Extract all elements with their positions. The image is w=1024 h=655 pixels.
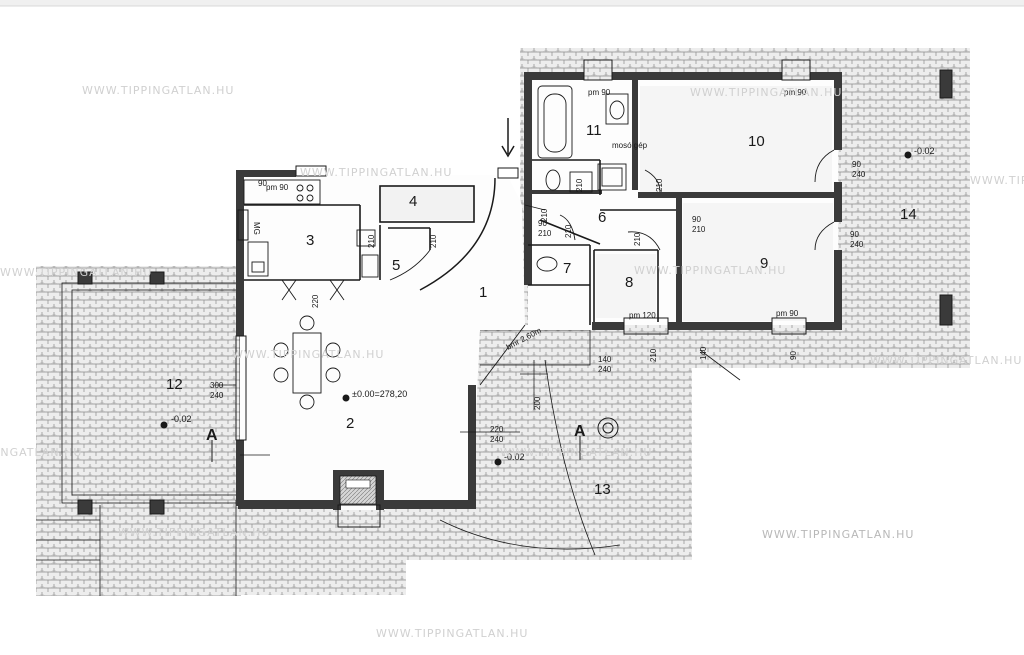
- section-a-left: A: [206, 427, 218, 444]
- dim-210-10: 210: [655, 178, 664, 192]
- watermark-2: WWW.TIPPINGATLAN.HU: [690, 86, 842, 99]
- dim-90-b: 90: [789, 351, 798, 360]
- pm-room9: pm 90: [776, 309, 799, 318]
- dim-240-14a: 240: [852, 170, 866, 179]
- watermark-9: WWW.TIPPINGATLAN.HU: [500, 446, 652, 459]
- dim-90-14a: 90: [852, 160, 861, 169]
- room-label-8: 8: [625, 274, 633, 291]
- dim-210-11: 210: [575, 178, 584, 192]
- room-label-3: 3: [306, 232, 314, 249]
- level-right: -0.02: [914, 146, 935, 156]
- watermark-3: WWW.TIPPINGATLAN.HU: [970, 174, 1024, 187]
- level-left: -0.02: [171, 414, 192, 424]
- dim-210-7: 210: [564, 224, 573, 238]
- dim-210-b: 210: [649, 348, 658, 362]
- dim-90-14b: 90: [850, 230, 859, 239]
- level-terrace: -0.02: [504, 452, 525, 462]
- watermark-1: WWW.TIPPINGATLAN.HU: [82, 84, 234, 97]
- watermark-11: WWW.TIPPINGATLAN.HU: [376, 627, 528, 640]
- room-label-6: 6: [598, 209, 606, 226]
- dim-240-c: 240: [490, 435, 504, 444]
- level-main: ±0.00=278,20: [352, 389, 407, 399]
- dim-220-kitchen: 220: [311, 294, 320, 308]
- pm-room8: pm 120: [629, 311, 656, 320]
- dim-300: 300: [210, 381, 224, 390]
- kitchen-fixtures: [243, 179, 379, 278]
- terrace-bottom-mid: [340, 505, 480, 560]
- watermark-7: WWW.TIPPINGATLAN.HU: [870, 354, 1022, 367]
- mg-label: MG: [252, 222, 261, 235]
- pm-bath: pm 90: [588, 88, 611, 97]
- room-label-11: 11: [586, 122, 602, 139]
- room-label-10: 10: [748, 133, 765, 150]
- scan-edge: [0, 0, 1024, 6]
- section-a-right: A: [574, 423, 586, 440]
- terrace-12: [36, 266, 241, 596]
- dim-240-a: 240: [598, 365, 612, 374]
- room-label-12: 12: [166, 376, 183, 393]
- dim-200: 200: [533, 396, 542, 410]
- mosogep-label: mosó gép: [612, 141, 648, 150]
- dim-240-b: 240: [210, 391, 224, 400]
- door-swings: [281, 149, 835, 386]
- room-label-14: 14: [900, 206, 917, 223]
- dim-240-14b: 240: [850, 240, 864, 249]
- dim-210-5a: 210: [367, 234, 376, 248]
- room-label-7: 7: [563, 260, 571, 277]
- room-label-13: 13: [594, 481, 611, 498]
- dim-220-terrace: 220: [490, 425, 504, 434]
- watermark-4: WWW.TIPPINGATLAN.HU: [0, 266, 152, 279]
- watermark-13: WWW.TIPPINGATLAN.HU: [300, 166, 452, 179]
- section-marks: [160, 151, 912, 466]
- terrace-13: [470, 330, 692, 560]
- walls: [236, 72, 842, 510]
- room-label-4: 4: [409, 193, 417, 210]
- room-label-9: 9: [760, 255, 768, 272]
- dim-210-6b: 210: [692, 225, 706, 234]
- room-10-area: [640, 86, 832, 194]
- dim-90-hall: 90: [538, 219, 547, 228]
- room-label-2: 2: [346, 415, 354, 432]
- pm-room10: pm 90: [784, 88, 807, 97]
- room-label-1: 1: [479, 284, 487, 301]
- watermark-6: WWW.TIPPINGATLAN.HU: [232, 348, 384, 361]
- dining-table: [273, 315, 341, 410]
- entrance-arrow-icon: [501, 145, 515, 158]
- dim-210-6: 210: [540, 208, 549, 222]
- dim-210-hall: 210: [538, 229, 552, 238]
- dim-90-6: 90: [692, 215, 701, 224]
- watermark-12: WWW.TIPPINGATLAN.HU: [762, 528, 914, 541]
- watermark-10: WWW.TIPPINGATLAN.HU: [118, 526, 270, 539]
- dimension-ticks: [214, 360, 548, 456]
- watermark-8: WWW.TIPPINGATLAN.HU: [0, 446, 82, 459]
- pm-kitchen: pm 90: [266, 183, 289, 192]
- room-8-area: [596, 254, 656, 318]
- room-label-5: 5: [392, 257, 400, 274]
- dim-210-5b: 210: [429, 234, 438, 248]
- windows: [77, 59, 953, 528]
- dim-210-8: 210: [633, 232, 642, 246]
- watermarks: WWW.TIPPINGATLAN.HU WWW.TIPPINGATLAN.HU …: [0, 84, 1024, 640]
- dim-140-b: 140: [699, 346, 708, 360]
- dim-140: 140: [598, 355, 612, 364]
- room-4-area: [380, 186, 474, 220]
- watermark-5: WWW.TIPPINGATLAN.HU: [634, 264, 786, 277]
- room-9-area: [683, 203, 833, 321]
- interior-walls: [244, 159, 676, 325]
- bathroom-fixtures: [536, 85, 629, 272]
- dim-90-k: 90: [258, 179, 267, 188]
